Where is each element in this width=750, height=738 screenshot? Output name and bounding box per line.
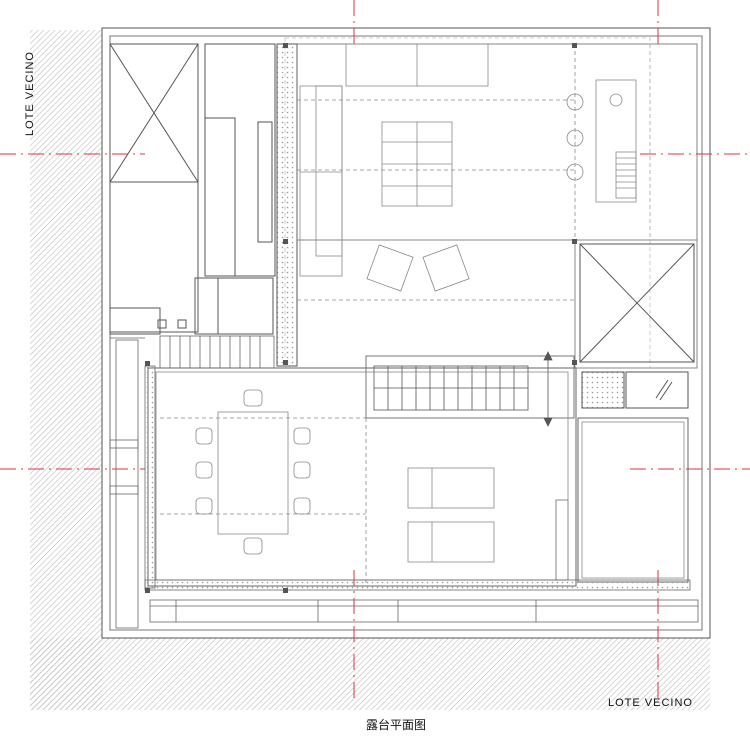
neighbor-lot-label-bottom: LOTE VECINO [608,697,693,709]
bottom-railing [149,599,699,623]
axis-lines [0,0,750,700]
neighbor-lot-hatch [30,30,710,710]
outer-walls [101,27,711,639]
skylight-right [574,239,698,369]
stair-center [365,351,575,427]
dining-set [160,389,367,586]
sun-loungers [407,467,495,563]
stair-left [159,335,275,369]
living-area-upper [284,37,698,369]
service-block [109,43,276,335]
columns [145,43,577,593]
neighbor-lot-label-left: LOTE VECINO [24,51,36,136]
left-balcony [109,337,145,629]
planter-box-small [581,371,689,409]
planter-strip-vertical [276,43,298,367]
plan-title: 露台平面图 [366,718,427,732]
